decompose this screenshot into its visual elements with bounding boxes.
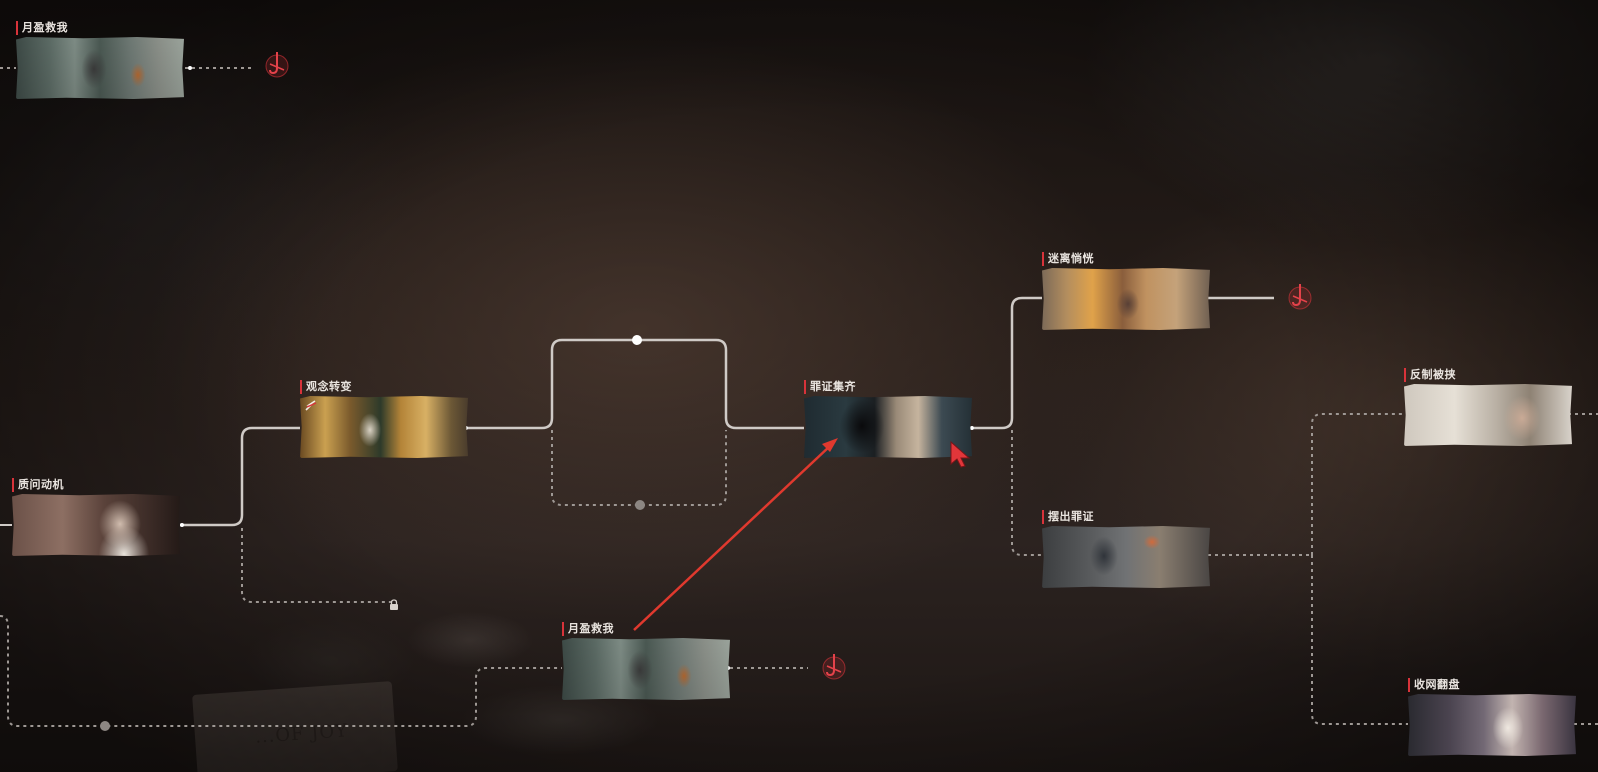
node-thumbnail [1042,268,1210,330]
node-title: 罪证集齐 [804,380,856,394]
scene-image [300,396,468,458]
node-thumbnail [300,396,468,458]
connector-solid [468,338,804,430]
node-title: 月盈救我 [16,21,68,35]
node-thumbnail [16,37,184,99]
node-thumbnail [1404,384,1572,446]
scene-image [1408,694,1576,756]
node-title: 质问动机 [12,478,64,492]
lightning-icon [304,400,318,412]
port-dot [180,523,184,527]
connector-solid [180,426,300,527]
junction-dot [632,335,642,345]
red-pointer-cursor-icon [949,440,973,468]
node-thumbnail [562,638,730,700]
scene-image [16,37,184,99]
connector-dashed [551,430,727,506]
scene-image [1042,268,1210,330]
scene-image [1042,526,1210,588]
port-dot [970,426,974,430]
node-title: 摆出罪证 [1042,510,1094,524]
hook-end-icon[interactable] [1287,280,1313,312]
connector-solid [974,296,1042,430]
connector-dashed [1311,555,1408,725]
junction-dot [635,500,645,510]
node-title: 迷离惝恍 [1042,252,1094,266]
node-title: 观念转变 [300,380,352,394]
node-thumbnail [12,494,180,556]
hook-end-icon[interactable] [264,48,290,80]
node-thumbnail [1408,694,1576,756]
scene-image [12,494,180,556]
junction-dot [100,721,110,731]
scene-image [562,638,730,700]
node-title: 月盈救我 [562,622,614,636]
node-thumbnail [804,396,972,458]
connector-dashed [1311,413,1404,555]
scene-image [1404,384,1572,446]
connector-dashed [241,528,392,603]
hook-end-icon[interactable] [821,650,847,682]
node-title: 收网翻盘 [1408,678,1460,692]
node-thumbnail [1042,526,1210,588]
scene-image [804,396,972,458]
node-title: 反制被挟 [1404,368,1456,382]
lock-icon [389,596,399,610]
port-dot [188,66,192,70]
connector-dashed [1011,430,1042,556]
connector-dashed [0,615,562,727]
